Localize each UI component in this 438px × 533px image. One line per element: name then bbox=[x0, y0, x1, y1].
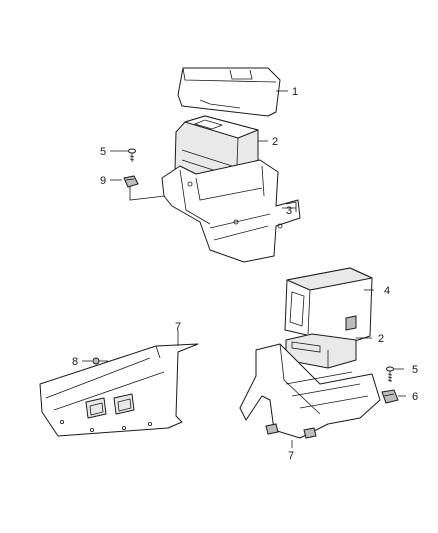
callout-labels: 1 2 3 5 9 4 2 5 6 7 8 7 bbox=[72, 86, 418, 462]
bracket-part-7-right bbox=[239, 343, 381, 439]
clip-part-9 bbox=[123, 175, 139, 188]
callout-2-top: 2 bbox=[272, 136, 278, 148]
callout-7-bottom: 7 bbox=[288, 450, 294, 462]
box-part-4 bbox=[284, 267, 373, 345]
callout-7-left: 7 bbox=[175, 321, 181, 333]
bracket-part-7-left bbox=[39, 343, 199, 437]
callout-8: 8 bbox=[72, 356, 78, 368]
bracket-part-3 bbox=[161, 159, 301, 263]
callout-1: 1 bbox=[292, 86, 298, 98]
screw-part-5-left bbox=[128, 148, 136, 162]
clip-part-6 bbox=[381, 389, 399, 404]
callout-5-left: 5 bbox=[100, 146, 106, 158]
screw-part-5-right bbox=[386, 366, 394, 382]
cover-part-1 bbox=[177, 67, 281, 117]
callout-5-right: 5 bbox=[412, 364, 418, 376]
callout-3: 3 bbox=[286, 205, 292, 217]
leader-lines bbox=[82, 90, 406, 448]
callout-4: 4 bbox=[384, 285, 390, 297]
module-part-2-right bbox=[285, 333, 357, 369]
callout-6: 6 bbox=[412, 391, 418, 403]
callout-2-right: 2 bbox=[378, 333, 384, 345]
screw-part-8 bbox=[92, 357, 108, 365]
callout-9: 9 bbox=[100, 175, 106, 187]
